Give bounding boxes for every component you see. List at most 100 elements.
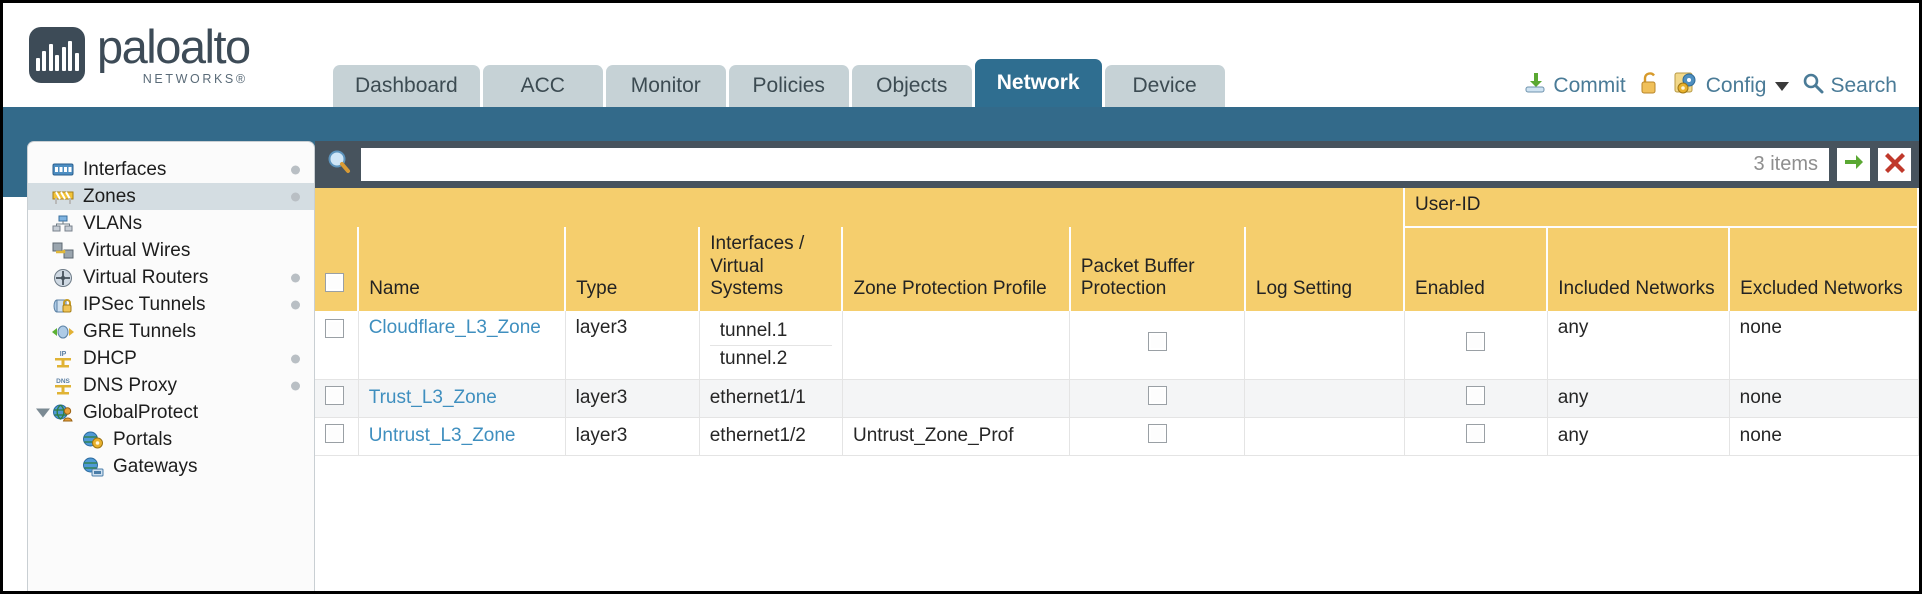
cell-packet-buffer (1069, 379, 1246, 418)
row-checkbox[interactable] (325, 423, 344, 443)
search-button[interactable]: Search (1802, 72, 1897, 100)
column-header-type[interactable]: Type (565, 227, 701, 311)
column-header-log-setting[interactable]: Log Setting (1244, 227, 1406, 311)
item-count-label: 3 items (1753, 153, 1818, 175)
select-all-checkbox[interactable] (325, 273, 344, 293)
tab-acc[interactable]: ACC (482, 65, 603, 107)
sidebar-item-label: Interfaces (83, 158, 167, 180)
sidebar-item-label: GlobalProtect (83, 401, 199, 423)
column-header-enabled[interactable]: Enabled (1404, 227, 1549, 311)
enabled-checkbox[interactable] (1466, 423, 1486, 443)
cell-name: Cloudflare_L3_Zone (358, 310, 566, 380)
column-header-packet-buffer[interactable]: Packet Buffer Protection (1069, 227, 1246, 311)
commit-download-icon (1523, 71, 1547, 101)
cell-type: layer3 (565, 379, 700, 418)
apply-filter-button[interactable] (1837, 148, 1870, 181)
sidebar-item-label: DNS Proxy (83, 374, 177, 396)
interfaces-ports-icon (50, 160, 75, 180)
group-header-userid: User-ID (1404, 188, 1919, 229)
row-checkbox[interactable] (325, 385, 344, 405)
cell-type: layer3 (565, 417, 700, 456)
cell-name: Trust_L3_Zone (358, 379, 566, 418)
table-row[interactable]: Cloudflare_L3_Zone layer3 tunnel.1 tunne… (315, 310, 1919, 380)
sidebar-item-gateways[interactable]: Gateways (28, 453, 314, 480)
commit-label: Commit (1553, 74, 1626, 97)
tab-objects[interactable]: Objects (851, 65, 972, 107)
padlock-icon (1639, 71, 1661, 101)
column-header-excluded-networks[interactable]: Excluded Networks (1729, 227, 1919, 311)
select-all-header (315, 227, 360, 311)
virtual-wires-icon (50, 241, 75, 261)
clear-filter-button[interactable] (1878, 148, 1911, 181)
expander-triangle-icon[interactable] (36, 408, 50, 417)
sidebar-item-zones[interactable]: Zones (28, 183, 314, 210)
packet-buffer-checkbox[interactable] (1147, 385, 1167, 405)
lock-button[interactable] (1639, 71, 1661, 101)
sidebar-item-virtual-wires[interactable]: Virtual Wires (28, 237, 314, 264)
globalprotect-globe-user-icon (50, 403, 75, 423)
zones-table: User-ID Name Type Interfaces / Virtual S… (315, 188, 1919, 456)
config-menu[interactable]: Config (1674, 71, 1790, 101)
cell-included-networks: any (1547, 379, 1730, 418)
packet-buffer-checkbox[interactable] (1147, 332, 1167, 352)
cell-included-networks: any (1547, 417, 1730, 456)
table-header-row: Name Type Interfaces / Virtual Systems Z… (315, 227, 1919, 311)
zone-name-link[interactable]: Trust_L3_Zone (368, 387, 497, 409)
main-tabs: Dashboard ACC Monitor Policies Objects N… (333, 59, 1225, 107)
cell-type: layer3 (565, 310, 700, 380)
tab-dashboard[interactable]: Dashboard (333, 65, 480, 107)
config-label: Config (1705, 74, 1767, 97)
cell-zone-protection (842, 379, 1071, 418)
gateways-globe-screen-icon (80, 457, 105, 477)
tab-policies[interactable]: Policies (728, 65, 849, 107)
column-header-name[interactable]: Name (358, 227, 567, 311)
chevron-down-icon[interactable] (1775, 81, 1790, 91)
search-label: Search (1830, 74, 1897, 97)
cell-packet-buffer (1069, 310, 1246, 380)
sidebar-item-virtual-routers[interactable]: Virtual Routers (28, 264, 314, 291)
sidebar-item-label: Virtual Routers (83, 266, 209, 288)
red-x-clear-icon (1883, 150, 1907, 179)
row-select-cell (315, 310, 359, 380)
column-header-zone-protection[interactable]: Zone Protection Profile (842, 227, 1071, 311)
zones-panel: 3 items (315, 141, 1919, 591)
sidebar-item-vlans[interactable]: VLANs (28, 210, 314, 237)
sidebar-item-label: Zones (83, 185, 136, 207)
table-row[interactable]: Untrust_L3_Zone layer3 ethernet1/2 Untru… (315, 417, 1919, 456)
table-row[interactable]: Trust_L3_Zone layer3 ethernet1/1 any (315, 379, 1919, 418)
vlans-network-icon (50, 214, 75, 234)
zones-barrier-icon (50, 187, 75, 207)
tab-monitor[interactable]: Monitor (605, 65, 726, 107)
sidebar-item-gre-tunnels[interactable]: GRE Tunnels (28, 318, 314, 345)
sidebar-status-dot (291, 381, 300, 390)
sidebar-item-globalprotect[interactable]: GlobalProtect (28, 399, 314, 426)
sidebar-item-interfaces[interactable]: Interfaces (28, 156, 314, 183)
svg-text:DNS: DNS (56, 378, 70, 385)
column-header-interfaces[interactable]: Interfaces / Virtual Systems (699, 227, 844, 311)
search-magnifier-icon[interactable] (325, 148, 353, 181)
enabled-checkbox[interactable] (1466, 385, 1486, 405)
row-checkbox[interactable] (325, 318, 344, 338)
enabled-checkbox[interactable] (1466, 332, 1486, 352)
tab-device[interactable]: Device (1104, 65, 1225, 107)
tab-network[interactable]: Network (974, 59, 1102, 107)
sidebar-item-dns-proxy[interactable]: DNS DNS Proxy (28, 372, 314, 399)
sidebar-item-dhcp[interactable]: IP DHCP (28, 345, 314, 372)
sidebar-item-portals[interactable]: Portals (28, 426, 314, 453)
search-input[interactable]: 3 items (361, 148, 1829, 181)
cell-included-networks: any (1547, 310, 1730, 380)
sidebar-status-dot (291, 300, 300, 309)
sidebar-status-dot (291, 192, 300, 201)
cell-excluded-networks: none (1729, 417, 1919, 456)
portals-globe-gear-icon (80, 430, 105, 450)
column-header-included-networks[interactable]: Included Networks (1547, 227, 1731, 311)
zone-name-link[interactable]: Untrust_L3_Zone (368, 425, 516, 447)
network-sidebar: Interfaces Zones VLANs Vir (27, 141, 315, 591)
sidebar-item-ipsec-tunnels[interactable]: IPSec Tunnels (28, 291, 314, 318)
brand-logo: paloalto NETWORKS® (29, 23, 251, 86)
green-arrow-apply-icon (1842, 150, 1866, 179)
packet-buffer-checkbox[interactable] (1147, 423, 1167, 443)
zone-name-link[interactable]: Cloudflare_L3_Zone (368, 316, 541, 338)
body-area: Interfaces Zones VLANs Vir (3, 141, 1919, 591)
commit-button[interactable]: Commit (1523, 71, 1626, 101)
